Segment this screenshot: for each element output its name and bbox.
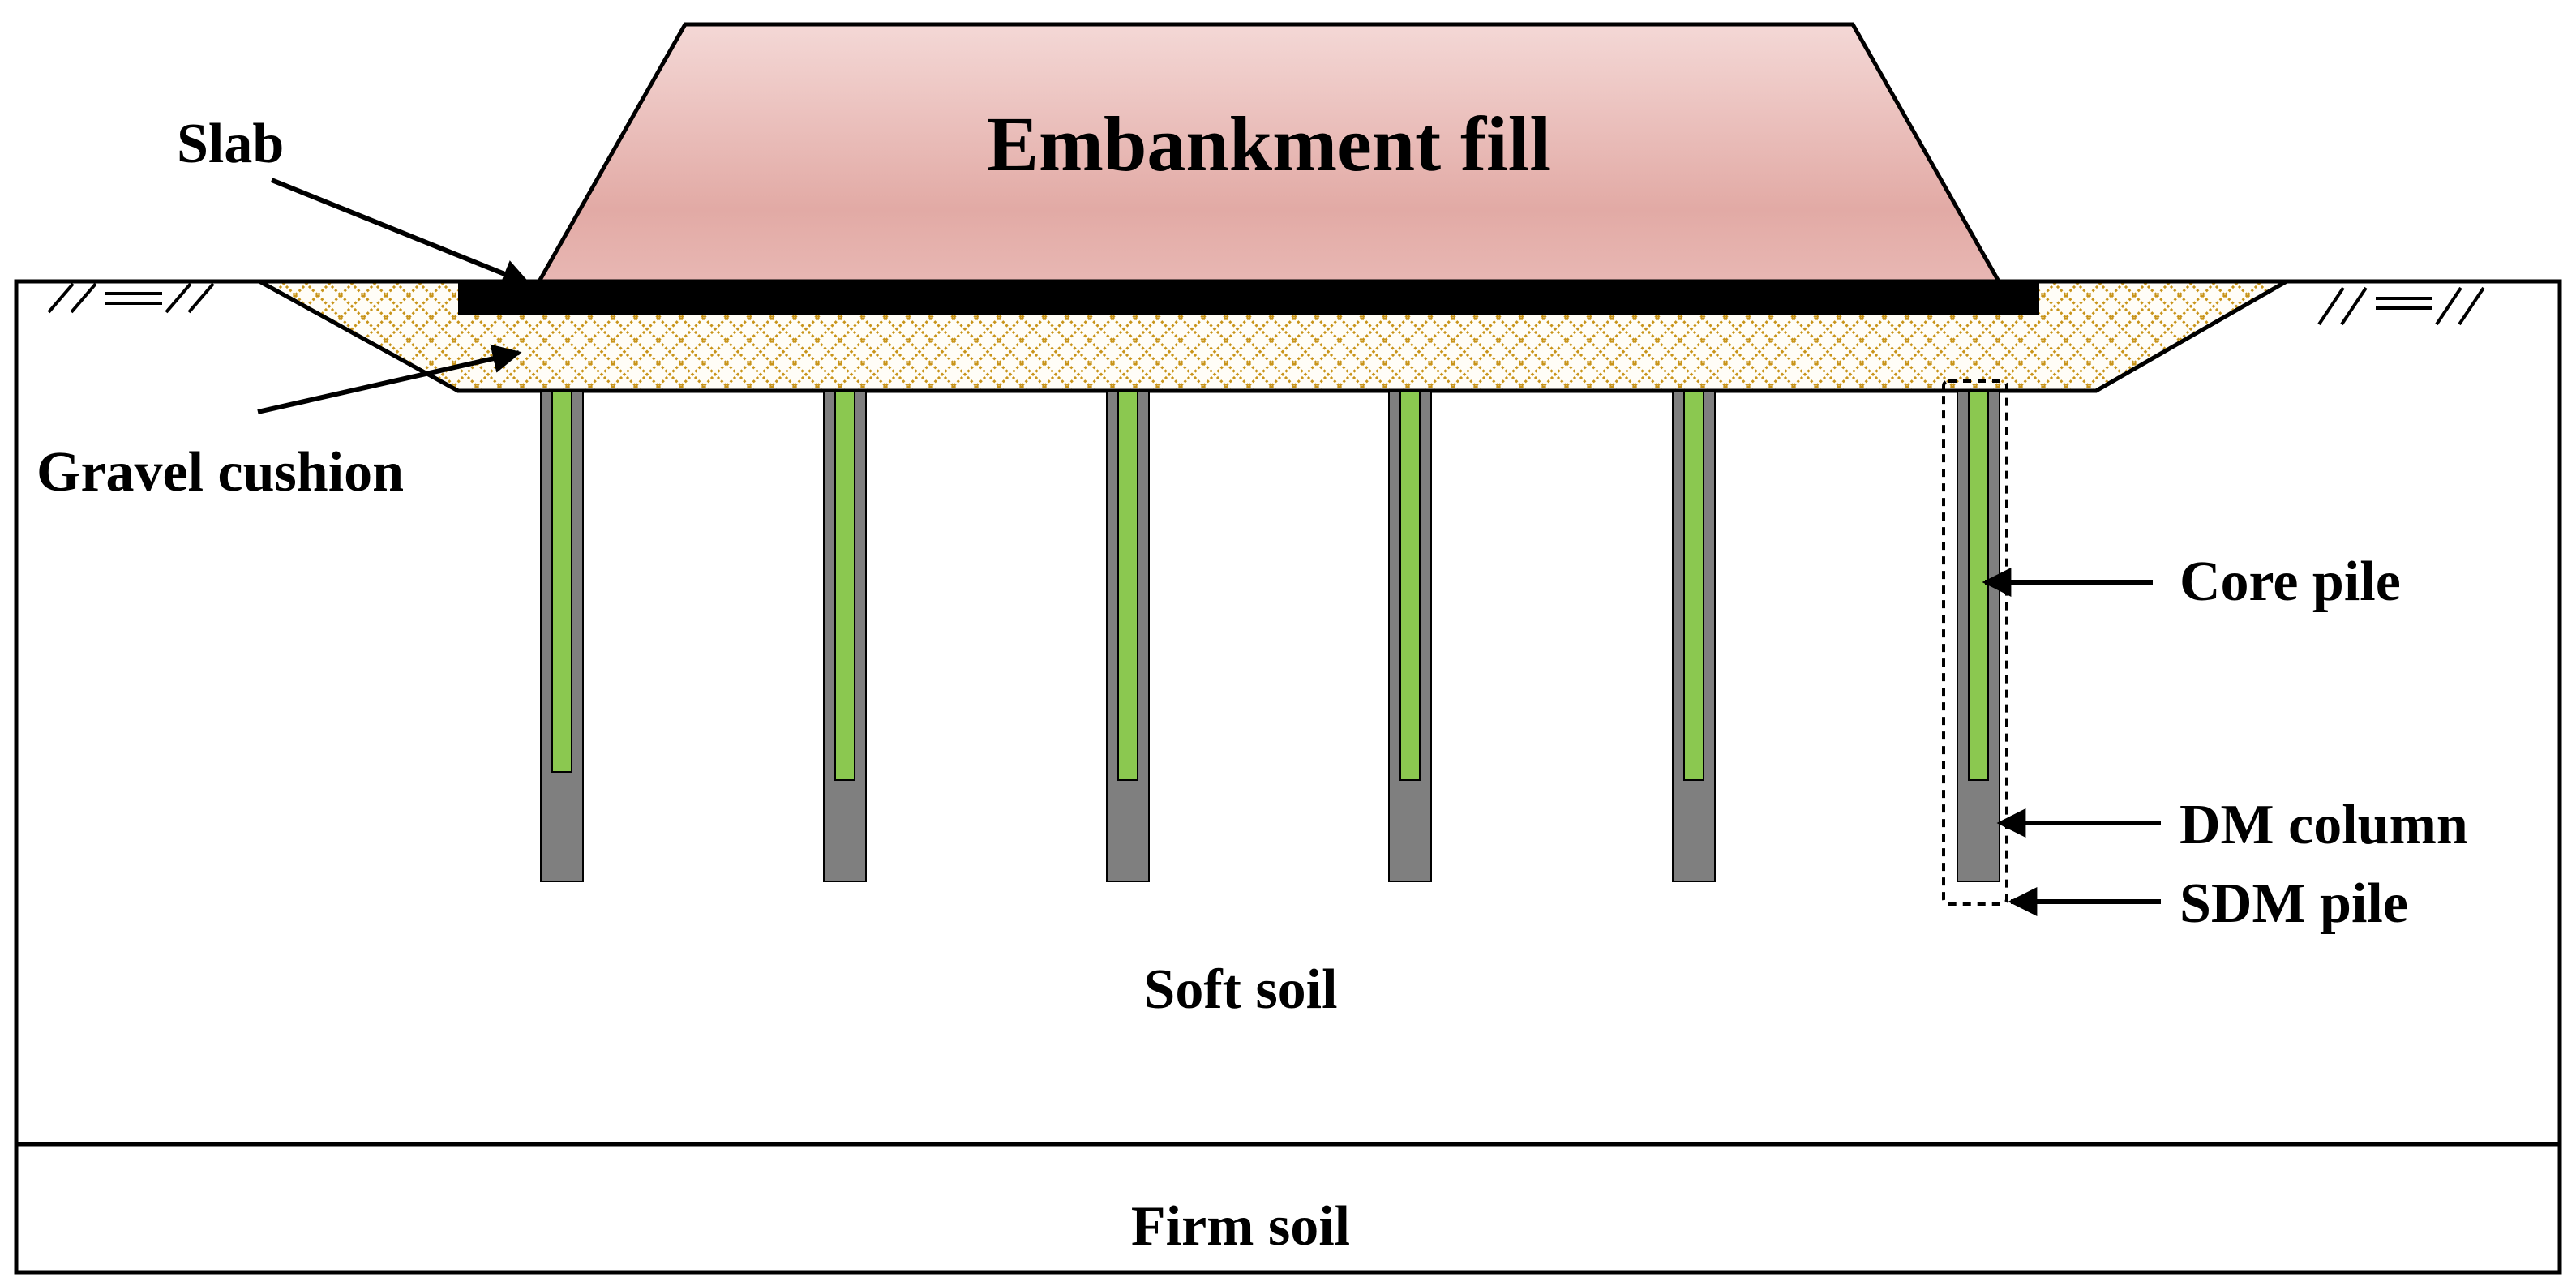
dm-column-label: DM column	[2180, 794, 2468, 856]
core-pile	[1683, 390, 1704, 781]
slab-arrow	[270, 178, 532, 288]
sdm-pile-5	[1672, 390, 1716, 882]
core-pile-label: Core pile	[2180, 551, 2401, 613]
core-pile	[1968, 390, 1989, 781]
sdm-pile-3	[1106, 390, 1150, 882]
gravel-cushion-label: Gravel cushion	[36, 441, 404, 504]
soft-soil-label: Soft soil	[1143, 958, 1337, 1021]
sdm-pile-2	[823, 390, 867, 882]
sdm-pile-6	[1942, 379, 2008, 906]
ground-surface-symbol-left	[47, 282, 215, 314]
slab	[458, 281, 2039, 315]
embankment-label: Embankment fill	[987, 101, 1551, 187]
core-pile	[551, 390, 572, 773]
sdm-pile-1	[540, 390, 584, 882]
core-pile	[1117, 390, 1138, 781]
firm-soil-layer	[14, 1142, 2562, 1275]
core-pile	[1399, 390, 1421, 781]
sdm-pile-4	[1388, 390, 1432, 882]
ground-surface-symbol-right	[2317, 286, 2485, 326]
sdm-pile-label: SDM pile	[2180, 872, 2408, 935]
slab-label: Slab	[177, 113, 284, 175]
core-pile	[834, 390, 855, 781]
firm-soil-label: Firm soil	[1131, 1195, 1350, 1258]
gravel-cushion-arrow	[257, 344, 522, 414]
soft-soil-layer	[14, 279, 2562, 1147]
